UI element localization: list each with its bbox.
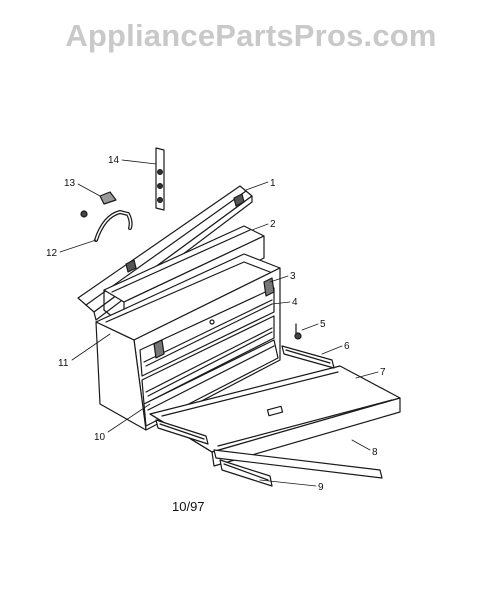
- callout-10: 10: [94, 432, 106, 443]
- date-code: 10/97: [172, 499, 205, 514]
- callout-3: 3: [290, 271, 296, 282]
- callout-8: 8: [372, 447, 378, 458]
- callout-labels: 1 2 3 4 5 6 7 8 9 10 11 12 13 14: [46, 155, 386, 493]
- chest-body: [95, 253, 281, 431]
- leader-lines: [59, 159, 379, 487]
- hinge-part: [155, 147, 165, 211]
- callout-2: 2: [270, 219, 276, 230]
- callout-6: 6: [344, 341, 350, 352]
- callout-11: 11: [58, 358, 69, 369]
- callout-7: 7: [380, 367, 386, 378]
- drawer-slides: [155, 345, 383, 487]
- callout-5: 5: [320, 319, 326, 330]
- callout-14: 14: [108, 155, 120, 166]
- callout-9: 9: [318, 482, 324, 493]
- screw-part: [80, 191, 117, 218]
- callout-13: 13: [64, 178, 76, 189]
- callout-12: 12: [46, 248, 58, 259]
- callout-1: 1: [270, 178, 276, 189]
- handle-part: [94, 210, 133, 242]
- callout-4: 4: [292, 297, 298, 308]
- pin-part: [294, 323, 302, 340]
- pulled-drawer-part: [149, 365, 401, 467]
- watermark-logo: AppliancePartsPros.com: [65, 18, 437, 53]
